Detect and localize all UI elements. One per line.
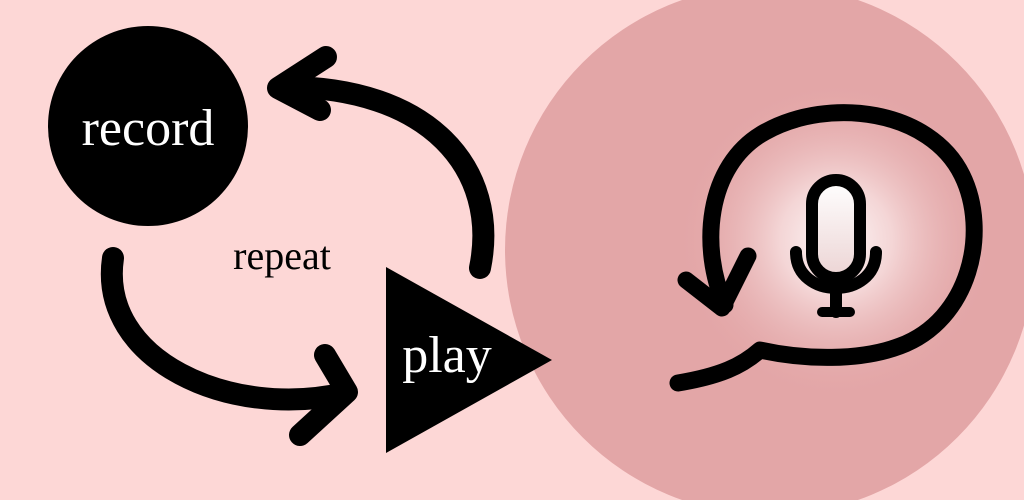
curved-arrow-top-icon [267, 46, 495, 279]
record-circle-icon [48, 26, 248, 226]
microphone-icon [790, 174, 882, 318]
loop-speech-bubble-icon [669, 104, 983, 392]
curved-arrow-bottom-icon [100, 247, 358, 446]
play-button[interactable]: play [386, 267, 552, 453]
play-label: play [402, 327, 492, 384]
record-label: record [82, 100, 215, 157]
record-button[interactable]: record [48, 26, 248, 226]
play-triangle-icon [386, 267, 552, 453]
repeat-label: repeat [233, 233, 331, 278]
